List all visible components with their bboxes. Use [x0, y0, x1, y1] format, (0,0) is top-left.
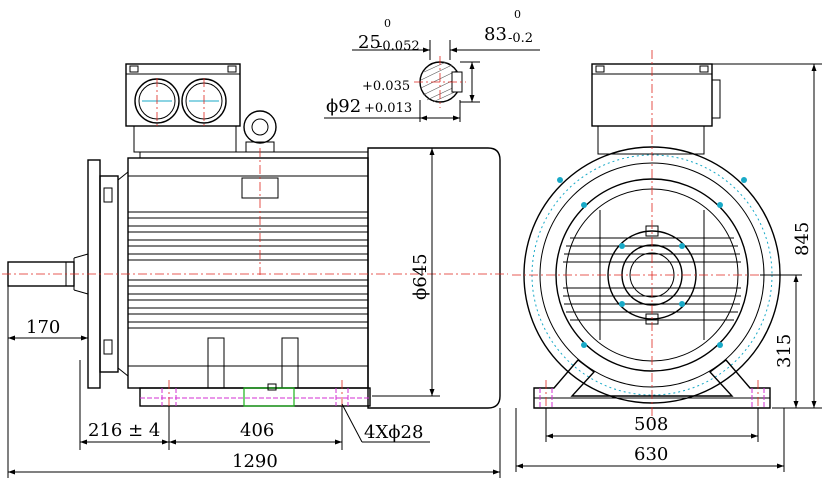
lifting-eye [243, 110, 277, 153]
side-view [2, 63, 508, 410]
dim-overall-length: 1290 [232, 451, 278, 472]
dim-shaft-upper-tol: +0.035 [362, 79, 410, 94]
dim-key-depth: 83 [484, 24, 507, 45]
dim-foot-hole-spacing-side: 406 [240, 420, 274, 441]
dimension-lines [7, 63, 822, 478]
dim-key-width: 25 [358, 32, 381, 53]
dim-mounting-holes: 4Xϕ28 [364, 422, 423, 443]
dim-base-width: 630 [634, 444, 668, 465]
dim-body-diameter: ϕ645 [410, 253, 431, 300]
motor-feet [139, 337, 371, 407]
dim-key-depth-lower-tol: -0.2 [508, 31, 533, 46]
dim-shaft-diameter: ϕ92 [326, 96, 361, 117]
shaft-section-detail [324, 40, 540, 122]
dim-overall-height: 845 [792, 222, 813, 256]
dim-shaft-height: 315 [774, 334, 795, 368]
dim-key-width-upper-tol: 0 [384, 17, 391, 30]
dim-foot-hole-spacing-front: 508 [634, 414, 668, 435]
terminal-box [125, 63, 241, 153]
cooling-fins [128, 211, 368, 329]
dim-foot-to-shaft: 216 ± 4 [88, 420, 160, 441]
front-view [512, 50, 800, 420]
flange-bolt-holes [557, 177, 747, 348]
dim-key-depth-upper-tol: 0 [514, 8, 521, 21]
dim-shaft-extension: 170 [26, 317, 60, 338]
dim-key-width-lower-tol: -0.052 [378, 39, 420, 54]
dim-shaft-lower-tol: +0.013 [364, 101, 412, 116]
